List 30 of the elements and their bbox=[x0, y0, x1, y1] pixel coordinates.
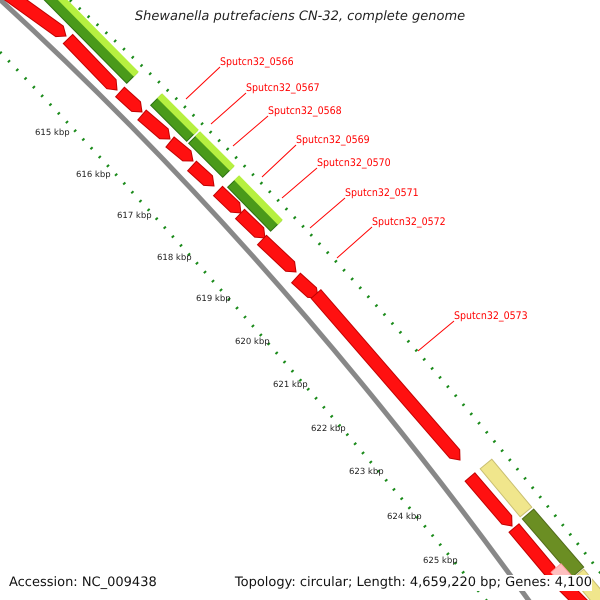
gene-label: Sputcn32_0567 bbox=[246, 82, 320, 95]
gene-label: Sputcn32_0568 bbox=[268, 105, 342, 118]
scale-label: 625 kbp bbox=[423, 556, 458, 566]
scale-label: 620 kbp bbox=[235, 337, 270, 348]
scale-label: 615 kbp bbox=[35, 128, 70, 138]
scale-label: 622 kbp bbox=[311, 424, 346, 434]
gene-label: Sputcn32_0573 bbox=[454, 310, 528, 323]
scale-label: 616 kbp bbox=[76, 170, 111, 180]
gene-label: Sputcn32_0572 bbox=[372, 216, 446, 229]
accession-text: Accession: NC_009438 bbox=[9, 575, 157, 591]
scale-label: 618 kbp bbox=[157, 253, 192, 264]
gene-label: Sputcn32_0571 bbox=[345, 187, 419, 200]
genome-info-text: Topology: circular; Length: 4,659,220 bp; Genes: 4,100 bbox=[234, 575, 592, 591]
leader-line bbox=[310, 198, 346, 228]
leader-line bbox=[210, 92, 246, 124]
gene-label: Sputcn32_0569 bbox=[296, 134, 370, 147]
title: Shewanella putrefaciens CN-32, complete genome bbox=[134, 9, 466, 25]
scale-label: 623 kbp bbox=[349, 467, 384, 478]
leader-line bbox=[418, 320, 454, 352]
leader-line bbox=[282, 168, 318, 198]
scale-label: 619 kbp bbox=[196, 294, 231, 304]
scale-label: 624 kbp bbox=[387, 512, 422, 522]
gene-label: Sputcn32_0566 bbox=[220, 56, 294, 69]
leader-line bbox=[232, 116, 268, 146]
gene-label: Sputcn32_0570 bbox=[317, 157, 391, 170]
leader-line bbox=[336, 226, 372, 258]
leader-line bbox=[186, 66, 220, 100]
leader-line bbox=[262, 144, 296, 178]
scale-label: 617 kbp bbox=[117, 211, 152, 222]
scale-label: 621 kbp bbox=[273, 380, 308, 390]
